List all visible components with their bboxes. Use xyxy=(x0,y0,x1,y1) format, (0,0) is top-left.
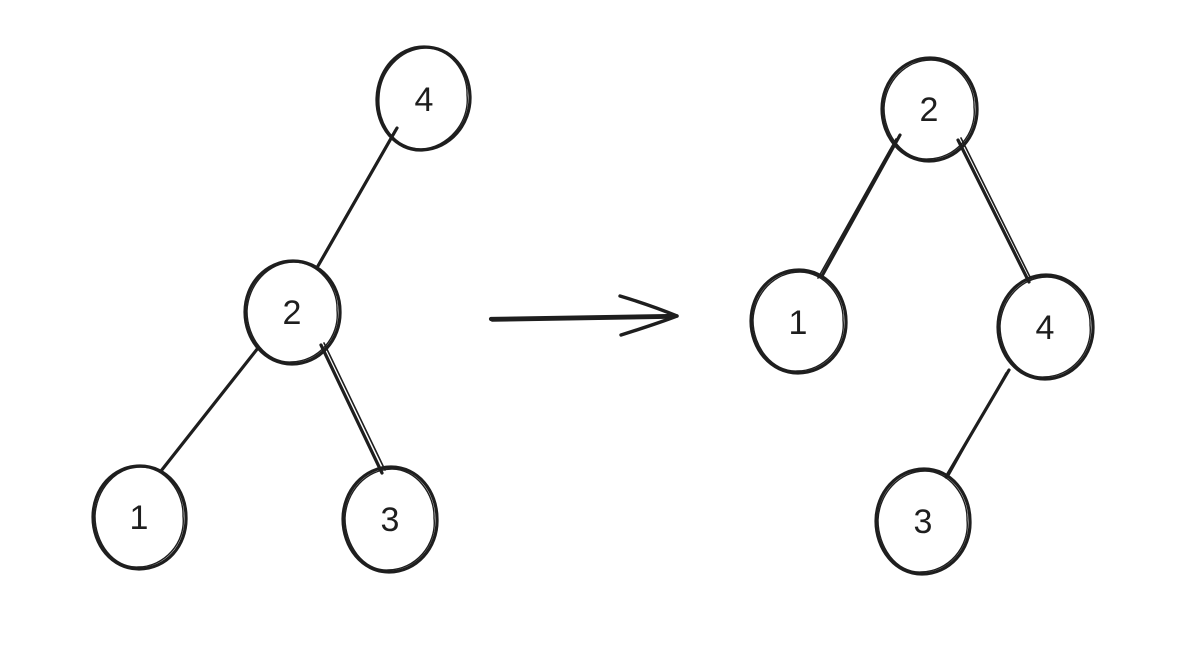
before-node-3-label: 3 xyxy=(381,501,400,539)
before-node-1-label: 1 xyxy=(130,499,149,537)
before-node-2: 2 xyxy=(243,259,342,366)
after-node-2: 2 xyxy=(880,56,979,163)
before-edge-2-3 xyxy=(319,342,386,475)
after-edge-4-3 xyxy=(944,368,1011,479)
after-node-1: 1 xyxy=(749,268,848,375)
after-edge-2-4 xyxy=(956,137,1032,284)
before-node-1: 1 xyxy=(91,464,188,571)
after-node-3-label: 3 xyxy=(914,503,933,541)
after-node-4-label: 4 xyxy=(1036,309,1055,347)
after-node-3: 3 xyxy=(874,467,972,576)
after-node-1-label: 1 xyxy=(789,304,808,342)
after-node-4: 4 xyxy=(996,273,1095,381)
after-tree: 2 1 4 3 xyxy=(749,56,1095,576)
after-node-2-label: 2 xyxy=(920,91,939,129)
before-node-3: 3 xyxy=(341,465,439,574)
right-arrow-icon xyxy=(488,294,679,337)
before-edge-2-1 xyxy=(159,346,260,473)
before-node-2-label: 2 xyxy=(283,294,302,332)
before-edge-4-2 xyxy=(315,126,399,269)
before-node-4: 4 xyxy=(375,45,472,152)
before-tree: 4 2 1 3 xyxy=(91,45,472,574)
before-node-4-label: 4 xyxy=(415,81,434,119)
after-edge-2-1 xyxy=(817,133,902,279)
